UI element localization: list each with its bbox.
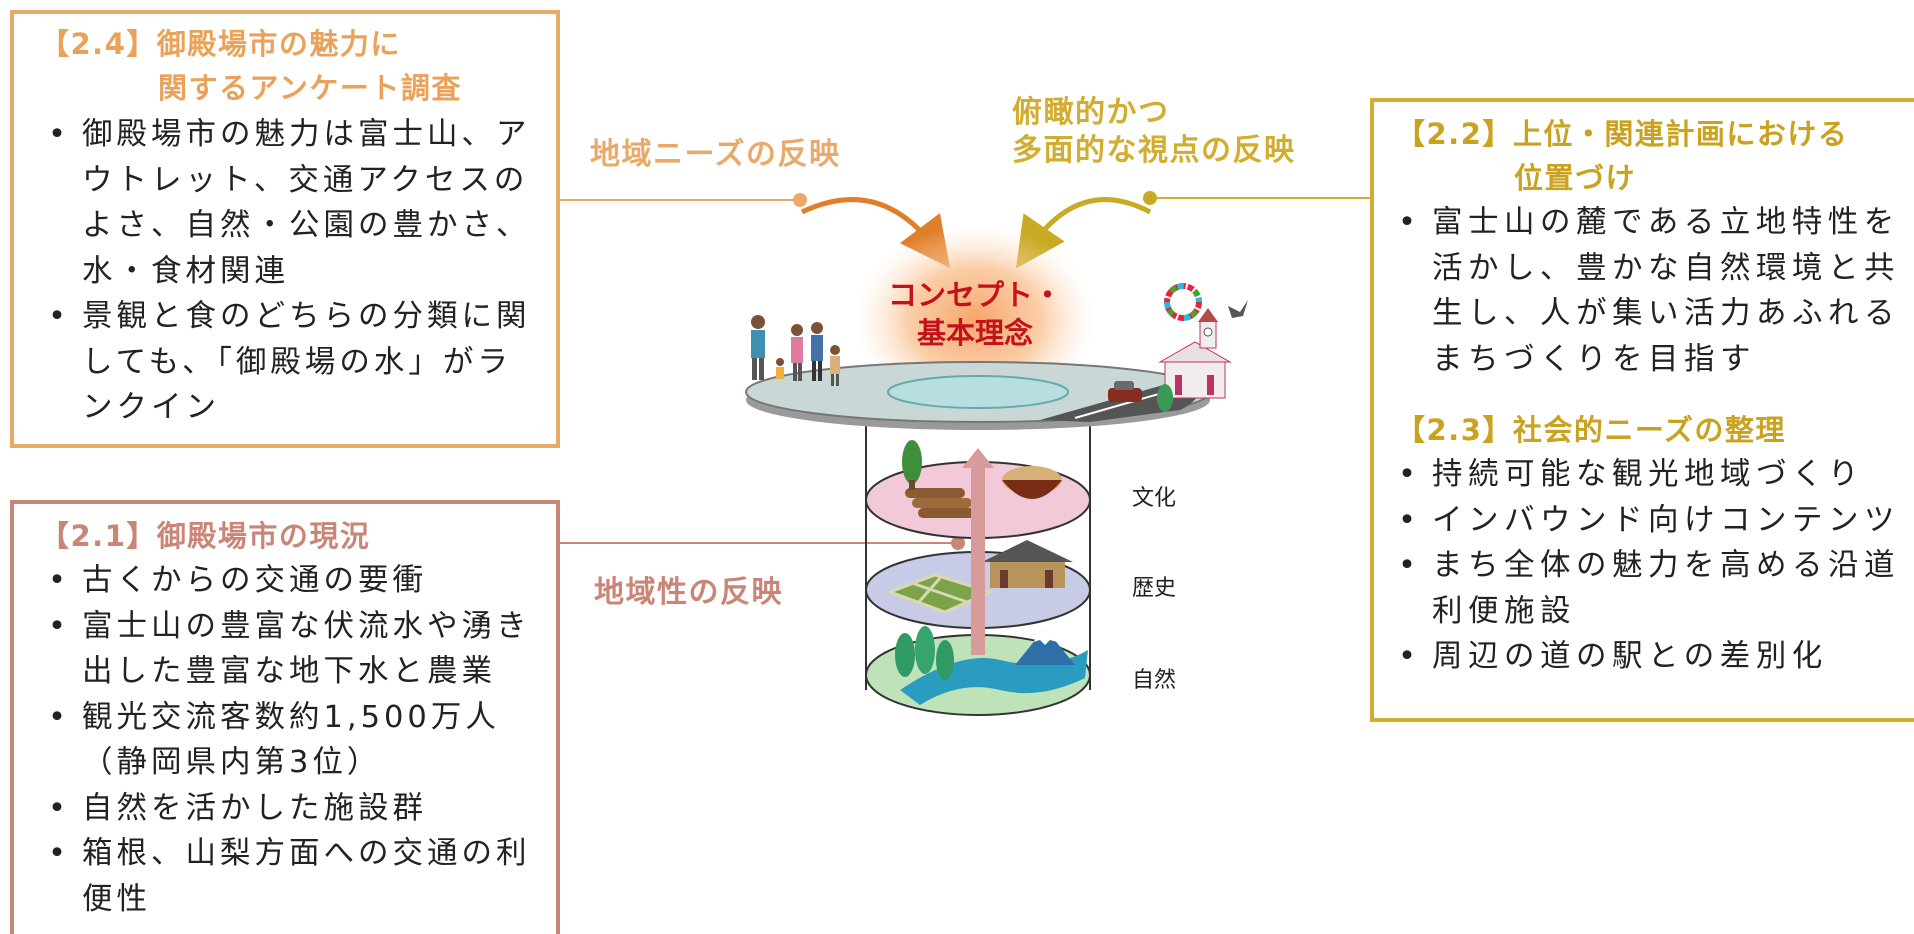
list-item: まち全体の魅力を高める沿道利便施設 — [1398, 543, 1908, 634]
list-item: 御殿場市の魅力は富士山、アウトレット、交通アクセスのよさ、自然・公園の豊かさ、水… — [48, 112, 544, 294]
status-title: 【2.1】御殿場市の現況 — [40, 519, 371, 553]
plan-title-line2: 位置づけ — [1514, 161, 1637, 195]
arrow-overview — [1015, 197, 1152, 269]
concept-label: コンセプト・ 基本理念 — [870, 276, 1080, 352]
river-icon — [900, 650, 1088, 705]
layer-label-history: 歴史 — [1132, 576, 1177, 601]
sdgs-wheel-icon — [1164, 283, 1202, 321]
overview-label-line2: 多面的な視点の反映 — [1012, 133, 1296, 168]
concept-line1: コンセプト・ — [887, 278, 1062, 312]
survey-list: 御殿場市の魅力は富士山、アウトレット、交通アクセスのよさ、自然・公園の豊かさ、水… — [14, 110, 556, 431]
overview-label-line1: 俯瞰的かつ — [1012, 95, 1170, 130]
survey-title-line2: 関するアンケート調査 — [158, 71, 462, 105]
plan-box: 【2.2】上位・関連計画における 位置づけ 富士山の麓である立地特性を活かし、豊… — [1370, 98, 1914, 722]
layer-label-nature: 自然 — [1132, 668, 1177, 693]
social-needs-list: 持続可能な観光地域づくり インバウンド向けコンテンツ まち全体の魅力を高める沿道… — [1374, 452, 1914, 680]
food-bowl-icon — [1002, 466, 1062, 499]
connector-status-dot — [951, 536, 965, 550]
survey-title: 【2.4】御殿場市の魅力に 関するアンケート調査 — [14, 14, 556, 110]
shrine-icon — [982, 540, 1073, 588]
overview-label: 俯瞰的かつ 多面的な視点の反映 — [1012, 94, 1296, 170]
arrow-regional-needs — [800, 197, 951, 268]
list-item: 持続可能な観光地域づくり — [1398, 452, 1908, 498]
car-icon — [1108, 381, 1142, 402]
locality-label: 地域性の反映 — [594, 575, 783, 610]
regional-needs-label: 地域ニーズの反映 — [590, 137, 841, 172]
status-box: 【2.1】御殿場市の現況 古くからの交通の要衝 富士山の豊富な伏流水や湧き出した… — [10, 500, 560, 934]
plan-list: 富士山の麓である立地特性を活かし、豊かな自然環境と共生し、人が集い活力あふれるま… — [1374, 200, 1914, 382]
tree-icon — [895, 626, 954, 680]
logs-icon — [905, 488, 978, 518]
list-item: 景観と食のどちらの分類に関しても、「御殿場の水」がランクイン — [48, 294, 544, 431]
list-item: 観光交流客数約1,500万人（静岡県内第3位） — [48, 695, 544, 786]
mount-fuji-icon — [1015, 628, 1075, 665]
concept-line2: 基本理念 — [916, 316, 1033, 350]
list-item: インバウンド向けコンテンツ — [1398, 498, 1908, 544]
list-item: 古くからの交通の要衝 — [48, 558, 544, 604]
list-item: 富士山の豊富な伏流水や湧き出した豊富な地下水と農業 — [48, 604, 544, 695]
tree-icon — [902, 440, 922, 490]
list-item: 富士山の麓である立地特性を活かし、豊かな自然環境と共生し、人が集い活力あふれるま… — [1398, 200, 1908, 382]
survey-box: 【2.4】御殿場市の魅力に 関するアンケート調査 御殿場市の魅力は富士山、アウト… — [10, 10, 560, 448]
list-item: 自然を活かした施設群 — [48, 786, 544, 832]
people-group-icon — [751, 315, 840, 386]
social-needs-title: 【2.3】社会的ニーズの整理 — [1396, 413, 1786, 447]
list-item: 周辺の道の駅との差別化 — [1398, 634, 1908, 680]
layer-nature — [865, 626, 1091, 716]
plan-title-line1: 【2.2】上位・関連計画における — [1396, 117, 1849, 151]
bird-icon — [1228, 300, 1248, 318]
status-list: 古くからの交通の要衝 富士山の豊富な伏流水や湧き出した豊富な地下水と農業 観光交… — [14, 558, 556, 922]
layer-label-culture: 文化 — [1132, 486, 1177, 511]
connector-survey-dot — [793, 193, 807, 207]
survey-title-line1: 【2.4】御殿場市の魅力に — [40, 27, 401, 61]
connector-plan-dot — [1143, 191, 1157, 205]
rice-field-icon — [885, 573, 995, 614]
up-arrow-icon — [962, 448, 994, 655]
plan-title: 【2.2】上位・関連計画における 位置づけ — [1374, 102, 1914, 200]
list-item: 箱根、山梨方面への交通の利便性 — [48, 831, 544, 922]
church-building-icon — [1157, 308, 1232, 412]
